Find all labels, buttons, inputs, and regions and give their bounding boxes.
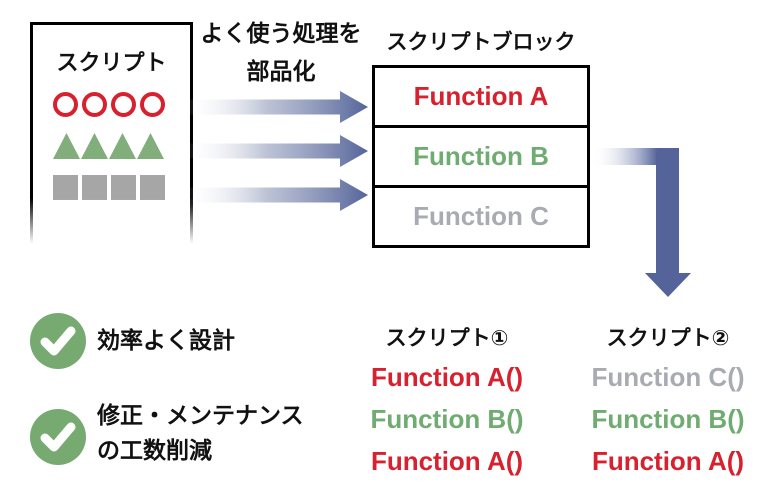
flow-arrow-circles <box>182 91 368 123</box>
benefit-label-maintenance: 修正・メンテナンス の工数削減 <box>97 398 304 468</box>
function-call: Function A() <box>370 446 524 476</box>
shape-row-squares <box>53 175 165 200</box>
circle-shape <box>140 92 165 117</box>
triangle-shape <box>81 133 108 159</box>
source-script-title: スクリプト <box>56 50 167 75</box>
triangle-shape <box>53 133 80 159</box>
function-call: Function C() <box>591 362 745 392</box>
circle-shape <box>53 92 78 117</box>
checkmark-glyph <box>40 326 76 356</box>
result-script-title: スクリプト② <box>606 327 730 350</box>
result-script-column-1: スクリプト① Function A() Function B() Functio… <box>362 322 532 482</box>
result-script-column-2: スクリプト② Function C() Function B() Functio… <box>583 322 753 482</box>
flow-arrow-triangles <box>182 135 368 167</box>
square-shape <box>111 175 136 200</box>
result-script-title: スクリプト① <box>385 327 509 350</box>
elbow-arrow <box>592 148 691 297</box>
check-icon <box>30 313 86 369</box>
transform-label-line2: 部品化 <box>246 58 316 84</box>
triangle-shape <box>109 133 136 159</box>
benefit-line: 修正・メンテナンス <box>97 402 304 428</box>
transform-label: よく使う処理を 部品化 <box>193 14 369 90</box>
circle-shape <box>82 92 107 117</box>
flow-arrow-squares <box>182 179 368 211</box>
square-shape <box>82 175 107 200</box>
script-block-title: スクリプトブロック <box>386 31 576 54</box>
source-box-fade <box>25 198 199 254</box>
script-block-box: Function A Function B Function C <box>372 65 590 248</box>
function-row-a: Function A <box>375 68 587 128</box>
function-call: Function A() <box>591 446 745 476</box>
transform-label-line1: よく使う処理を <box>200 20 362 46</box>
triangle-shape <box>137 133 164 159</box>
square-shape <box>53 175 78 200</box>
function-call: Function B() <box>591 404 745 434</box>
shape-row-circles <box>53 92 165 117</box>
benefit-label-design: 効率よく設計 <box>97 326 235 354</box>
check-icon <box>30 409 86 465</box>
circle-shape <box>111 92 136 117</box>
checkmark-glyph <box>40 422 76 452</box>
benefit-line: の工数削減 <box>97 437 212 463</box>
shape-row-triangles <box>53 133 164 159</box>
square-shape <box>140 175 165 200</box>
function-call: Function B() <box>370 404 524 434</box>
benefit-line: 効率よく設計 <box>97 327 235 353</box>
function-call: Function A() <box>370 362 524 392</box>
function-row-c: Function C <box>375 188 587 245</box>
function-row-b: Function B <box>375 128 587 188</box>
